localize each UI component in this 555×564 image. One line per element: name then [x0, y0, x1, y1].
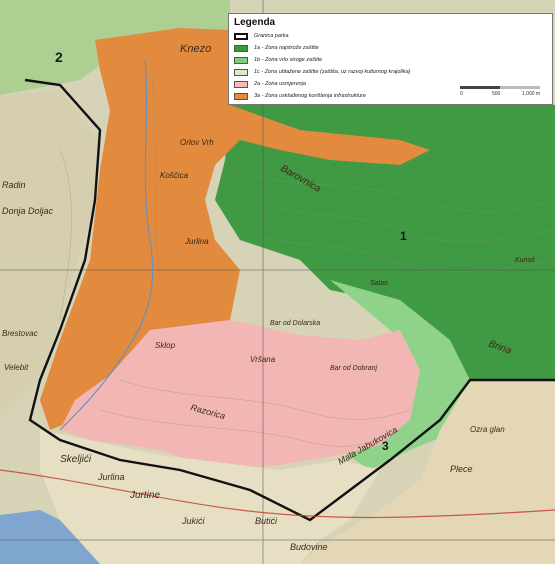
place-label: Orlov Vrh [180, 138, 214, 147]
legend-swatch-3a [234, 92, 248, 100]
map-legend: Legenda Granica parka 1a - Zona najstrož… [228, 13, 553, 105]
legend-title: Legenda [234, 17, 276, 28]
legend-item: 3a - Zona usklađenog korištenja infrastr… [234, 91, 547, 101]
place-label: Bar od Dolarska [270, 320, 320, 327]
place-label: Plece [450, 464, 473, 474]
zone-label-3: 3 [382, 439, 389, 453]
legend-swatch-1c [234, 68, 248, 76]
place-label: Jurtine [129, 490, 160, 501]
stream [59, 59, 154, 431]
scale-tick-label: 500 [492, 91, 501, 97]
place-label: Jukići [181, 516, 206, 526]
place-label: Brestovac [2, 329, 38, 338]
place-label: Knezo [180, 43, 211, 55]
legend-item-label: 1c - Zona ublažene zaštite (zaštita, uz … [254, 69, 411, 75]
legend-swatch-2a [234, 80, 248, 88]
zone-1a-area [215, 105, 555, 380]
legend-item-label: Granica parka [254, 33, 289, 39]
scale-tick-label: 1.000 m [522, 91, 541, 97]
place-label: Jurlina [97, 472, 125, 482]
place-label: Vršana [250, 355, 276, 364]
legend-item: 1c - Zona ublažene zaštite (zaštita, uz … [234, 67, 547, 77]
sea-area [0, 510, 100, 564]
place-label: Velebit [4, 363, 29, 372]
place-label: Kunoš [515, 257, 535, 264]
contour-lines [59, 59, 555, 447]
coastal-terrain [40, 430, 380, 564]
place-label: Skeljići [60, 454, 92, 465]
legend-item: 1b - Zona vrlo stroge zaštite [234, 55, 547, 65]
place-label: Radin [2, 180, 26, 190]
legend-swatch-1a [234, 44, 248, 52]
scale-bar-segment [460, 86, 500, 89]
zone-label-1: 1 [400, 229, 407, 243]
zone-3a-area [40, 28, 430, 430]
legend-swatch-boundary [234, 32, 248, 40]
legend-swatch-1b [234, 56, 248, 64]
zone-2a-area [60, 320, 420, 470]
place-label: Donja Doljac [2, 206, 54, 216]
legend-item-label: 2a - Zona usmjerenja [254, 81, 306, 87]
place-label: Bar od Dobranj [330, 365, 378, 372]
place-label: Ozra glan [470, 425, 505, 434]
scale-tick-label: 0 [460, 91, 463, 97]
zone-label-2: 2 [55, 49, 63, 65]
place-label: Budovine [290, 542, 328, 552]
legend-item: Granica parka [234, 31, 547, 41]
legend-item-label: 1b - Zona vrlo stroge zaštite [254, 57, 323, 63]
place-label: Salan [370, 280, 388, 287]
park-boundary [24, 78, 555, 522]
legend-item-label: 3a - Zona usklađenog korištenja infrastr… [254, 93, 366, 99]
place-label: Koščica [160, 171, 189, 180]
legend-item: 2a - Zona usmjerenja [234, 79, 547, 89]
legend-item: 1a - Zona najstrože zaštite [234, 43, 547, 53]
road [0, 469, 555, 519]
scale-bar-segment [500, 86, 540, 89]
scale-bar: 0 500 1.000 m [460, 80, 550, 100]
place-label: Jurlina [184, 237, 209, 246]
legend-item-label: 1a - Zona najstrože zaštite [254, 45, 319, 51]
place-label: Butići [255, 516, 278, 526]
place-label: Sklop [155, 341, 176, 350]
outside-area-west [0, 90, 100, 420]
zone-3-south [300, 380, 555, 564]
